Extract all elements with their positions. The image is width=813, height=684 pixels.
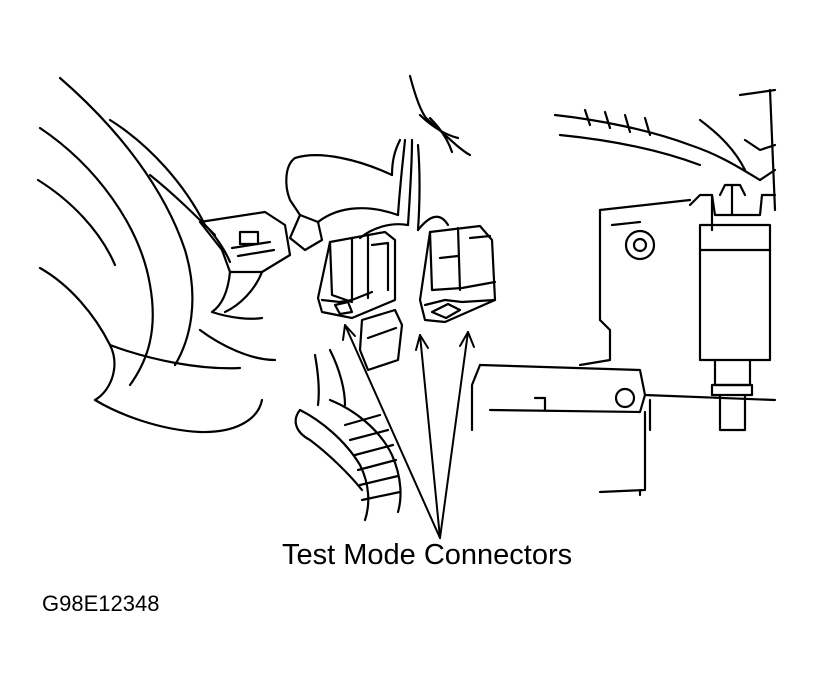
upper-right-panel xyxy=(553,88,777,212)
bracket-and-switch xyxy=(578,183,777,432)
test-mode-connector-a xyxy=(316,230,404,372)
steering-column xyxy=(36,76,277,434)
figure-id: G98E12348 xyxy=(42,591,160,616)
wire-harness xyxy=(285,74,472,252)
test-mode-connectors-label: Test Mode Connectors xyxy=(282,539,573,571)
lower-harness xyxy=(294,348,402,522)
callout-leaders xyxy=(342,324,475,539)
test-mode-connector-b xyxy=(418,224,497,324)
lower-right-plate xyxy=(470,363,777,497)
left-connector xyxy=(198,210,292,320)
